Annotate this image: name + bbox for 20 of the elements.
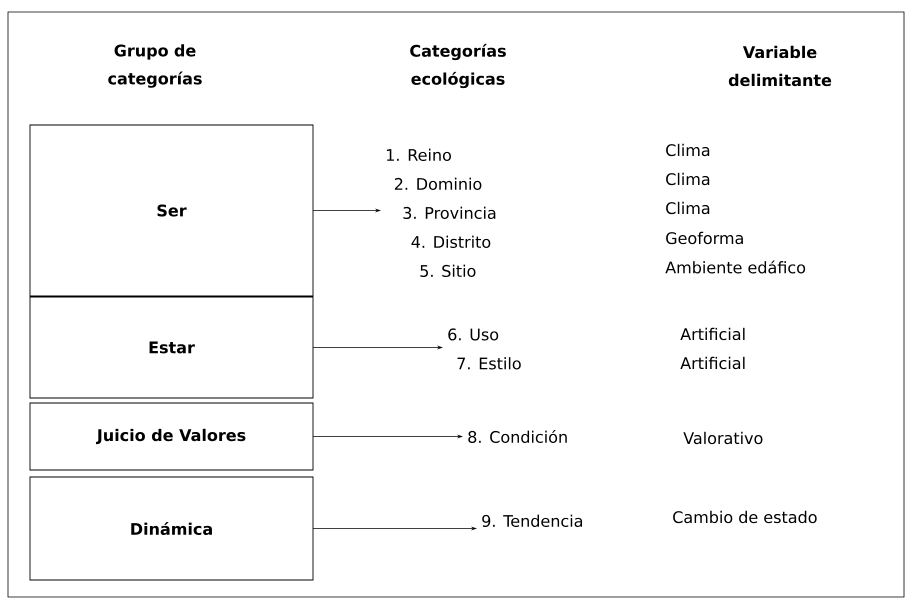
category-list: 8. Condición: [468, 430, 567, 444]
variable-label: Cambio de estado: [673, 510, 817, 524]
category-list: 6. Uso 7. Estilo: [448, 328, 521, 370]
variable-label: Geoforma: [666, 232, 743, 244]
category-box: Ser: [30, 124, 314, 296]
category-box: Juicio de Valores: [30, 402, 314, 470]
variable-label: Artificial: [680, 356, 745, 370]
variable-label: Valorativo: [683, 432, 762, 444]
column-header: Grupo de categorías: [108, 44, 202, 88]
variable-label: Ambiente edáfico: [665, 260, 806, 274]
variable-label: Artificial: [680, 328, 745, 340]
variable-label: Clima: [666, 144, 710, 156]
category-list: 1. Reino 2. Dominio 3. Provincia 4. Distrito 5. Sitio: [386, 148, 496, 278]
category-box: Estar: [30, 296, 314, 398]
variable-label: Clima: [666, 172, 710, 186]
column-header: Variable delimitante: [728, 46, 832, 86]
category-box: Dinámica: [30, 476, 314, 580]
category-list: 9. Tendencia: [482, 514, 582, 528]
variable-label: Clima: [666, 202, 710, 214]
column-header: Categorías ecológicas: [410, 44, 506, 88]
